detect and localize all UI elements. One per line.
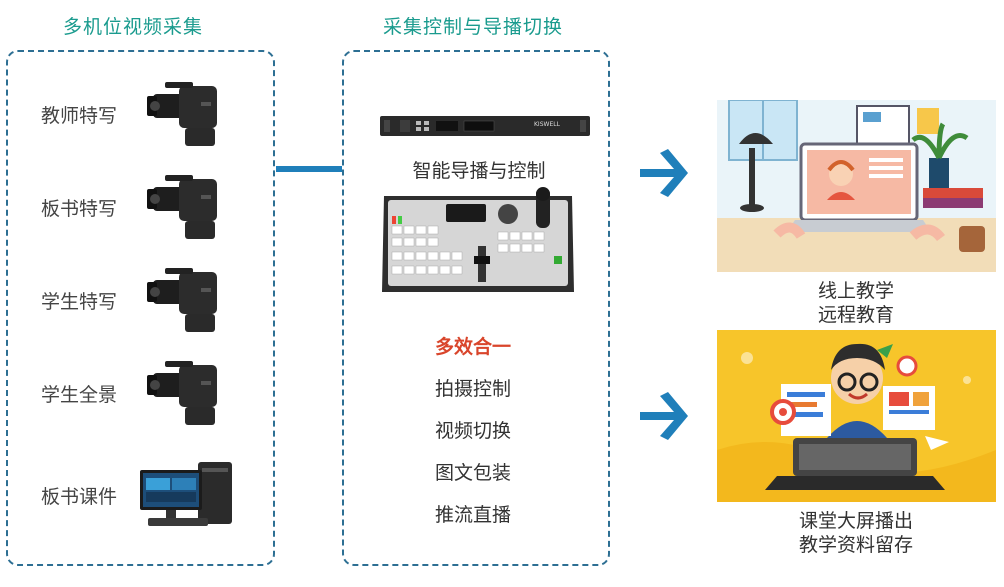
desktop-computer-icon	[140, 462, 232, 526]
arrow-right-icon	[640, 149, 688, 197]
center-panel-title: 采集控制与导播切换	[383, 16, 564, 38]
classroom-screen-caption: 课堂大屏播出 教学资料留存	[716, 509, 996, 557]
camcorder-icon	[147, 268, 217, 332]
camera-label-blackboard: 板书特写	[41, 198, 118, 220]
feature-shooting-control: 拍摄控制	[434, 378, 511, 400]
left-panel-title: 多机位视频采集	[63, 16, 204, 38]
online-teaching-illustration	[717, 100, 996, 272]
camera-label-teacher: 教师特写	[41, 105, 118, 127]
device-brand-label: KISWELL	[534, 121, 560, 128]
online-teaching-caption: 线上教学 远程教育	[716, 279, 996, 327]
camcorder-icon	[147, 175, 217, 239]
classroom-screen-line2: 教学资料留存	[798, 534, 913, 556]
feature-live-streaming: 推流直播	[434, 504, 511, 526]
camcorder-icon	[147, 82, 217, 146]
computer-label-courseware: 板书课件	[41, 486, 118, 508]
feature-highlight: 多效合一	[434, 336, 511, 358]
camera-label-panorama: 学生全景	[41, 384, 118, 406]
camera-label-student: 学生特写	[41, 291, 118, 313]
arrow-right-icon	[640, 392, 688, 440]
capture-panel	[6, 50, 275, 566]
classroom-screen-illustration	[717, 330, 996, 502]
connector-line	[276, 166, 342, 172]
online-teaching-line2: 远程教育	[817, 304, 894, 326]
device-caption: 智能导播与控制	[412, 160, 546, 182]
online-teaching-line1: 线上教学	[817, 280, 894, 302]
switcher-console-icon	[382, 187, 574, 292]
classroom-screen-line1: 课堂大屏播出	[798, 510, 913, 532]
feature-graphics-packaging: 图文包装	[434, 462, 511, 484]
camcorder-icon	[147, 361, 217, 425]
control-panel	[342, 50, 610, 566]
feature-video-switching: 视频切换	[434, 420, 511, 442]
rack-recorder-icon	[380, 116, 590, 136]
